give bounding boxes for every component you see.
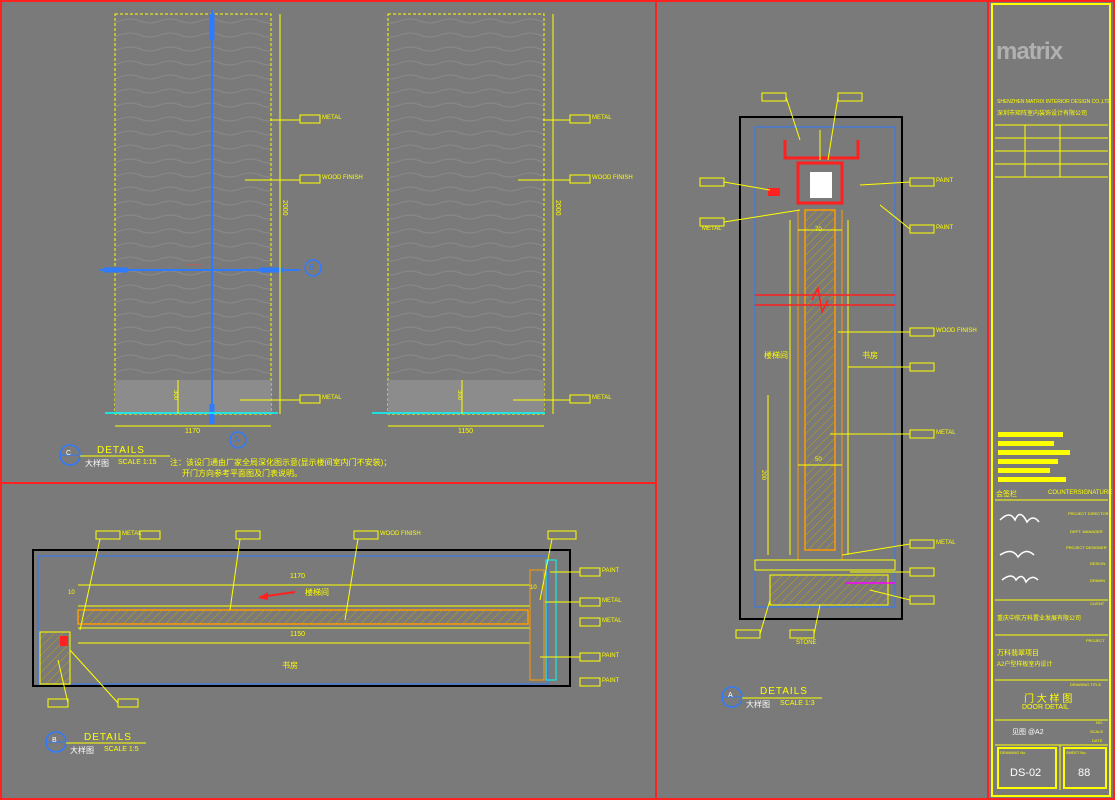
elevation-title-marker — [59, 444, 170, 466]
dim-height-left: 2000 — [281, 200, 288, 216]
project-name-line2: A2户型样板室内设计 — [997, 662, 1053, 668]
role-project-designer: PROJECT DESIGNER — [1066, 545, 1107, 550]
detail-a-label-paint-2: PAINT — [936, 225, 954, 231]
detail-b-scale: SCALE 1:5 — [104, 746, 139, 753]
elev-label-wood-1: WOOD FINISH — [322, 175, 363, 181]
detail-b-room-lower: 书房 — [282, 661, 298, 670]
section-mark-b: B — [309, 263, 315, 272]
detail-a-room-right: 书房 — [862, 351, 878, 360]
detail-b-label-paint-1: PAINT — [602, 568, 620, 574]
drawing-no-label: DRAWING No. — [1000, 750, 1027, 755]
detail-b-dim-right: 10 — [530, 585, 537, 591]
countersign-label-en: COUNTERSIGNATURE — [1048, 490, 1113, 496]
detail-b-label-paint-3: PAINT — [602, 678, 620, 684]
elevation-circle-tag: C — [66, 450, 72, 457]
client-name: 重庆中航万科置业发展有限公司 — [997, 616, 1082, 622]
project-name-line1: 万科翡翠项目 — [997, 650, 1039, 657]
sheet-number: 88 — [1078, 767, 1091, 779]
detail-a-leaders — [699, 92, 935, 639]
detail-a-label-metal-2: METAL — [936, 540, 956, 546]
elevation-note-line2: 开门方向参考平面图及门表说明。 — [182, 469, 302, 478]
role-dept-manager: DEPT. MANAGER — [1070, 529, 1103, 534]
detail-b-dim-left: 10 — [68, 590, 75, 596]
detail-b-label-metal-3: METAL — [602, 618, 622, 624]
detail-a-label-paint-1: PAINT — [936, 178, 954, 184]
drawing-title-label: DRAWING TITLE — [1070, 682, 1102, 687]
dim-width-left: 1170 — [185, 428, 201, 435]
drawing-number: DS-02 — [1010, 767, 1042, 779]
role-project-director: PROJECT DIRECTOR — [1068, 511, 1109, 516]
title-block-frame — [991, 3, 1111, 797]
detail-b-leaders — [47, 530, 601, 708]
role-design: DESIGN — [1090, 561, 1106, 566]
detail-b-label-metal: METAL — [122, 531, 142, 537]
company-logo: matrix — [996, 38, 1063, 65]
detail-b-label-wood: WOOD FINISH — [380, 531, 421, 537]
detail-a-dim-70: 70 — [815, 227, 822, 233]
detail-b-subtitle: 大样图 — [70, 746, 94, 755]
detail-a-subtitle: 大样图 — [746, 700, 770, 709]
elevation-center-mark: ——— — [186, 262, 201, 268]
detail-b-dim-bottom: 1150 — [290, 631, 306, 638]
countersign-label-cn: 会签栏 — [996, 491, 1017, 498]
detail-a-room-left: 楼梯间 — [764, 351, 788, 360]
detail-a-section — [739, 116, 903, 620]
detail-b-circle-tag: B — [52, 737, 57, 744]
drawing-title-en: DOOR DETAIL — [1022, 704, 1069, 711]
date-label: DATE — [1092, 738, 1103, 743]
drawing-title-cn: 门 大 样 图 — [1024, 694, 1073, 705]
scale-label: SCALE — [1090, 729, 1104, 734]
detail-a-label-wood: WOOD FINISH — [936, 328, 977, 334]
client-label: CLIENT — [1090, 601, 1105, 606]
detail-b-plan — [32, 549, 571, 687]
no-label: NO. — [1096, 720, 1104, 725]
detail-a-dim-50: 50 — [815, 457, 822, 463]
elev-label-metal-2: METAL — [322, 395, 342, 401]
detail-a-title: DETAILS — [760, 686, 808, 697]
elevation-scale: SCALE 1:15 — [118, 459, 157, 466]
detail-a-label-metal-3: METAL — [702, 226, 722, 232]
detail-b-room-upper: 楼梯间 — [305, 588, 329, 597]
dim-base-right: 300 — [456, 390, 462, 401]
elevation-leaders — [240, 114, 591, 404]
elev-label-wood-2: WOOD FINISH — [592, 175, 633, 181]
elevation-subtitle: 大样图 — [85, 459, 109, 468]
company-name-en: SHENZHEN MATRIX INTERIOR DESIGN CO.,LTD — [997, 99, 1111, 105]
door-elevation-left — [100, 10, 322, 449]
elev-label-metal-4: METAL — [592, 395, 612, 401]
signatures — [999, 513, 1040, 584]
sheet-no-label: SHEET No. — [1066, 750, 1087, 755]
title-block-redacted-lines — [998, 432, 1070, 482]
detail-a-dim-200: 200 — [760, 470, 766, 481]
elevation-details-title: DETAILS — [97, 445, 145, 456]
dim-base-left: 300 — [172, 390, 178, 401]
detail-b-label-paint-2: PAINT — [602, 653, 620, 659]
role-drawn: DRAWN — [1090, 578, 1105, 583]
detail-a-title-marker — [721, 686, 822, 708]
detail-b-dim-top: 1170 — [290, 573, 306, 580]
detail-a-circle-tag: A — [728, 692, 733, 699]
door-elevation-right — [372, 13, 554, 427]
detail-b-title-marker — [45, 731, 146, 753]
dim-height-right: 2000 — [554, 200, 561, 216]
detail-a-label-metal: METAL — [936, 430, 956, 436]
detail-a-scale: SCALE 1:3 — [780, 700, 815, 707]
detail-b-label-metal-2: METAL — [602, 598, 622, 604]
elevation-note-line1: 注：该设门通由厂家全局深化图示意(显示楼间室内门不安装)； — [170, 458, 392, 467]
section-mark-a: A — [234, 435, 240, 444]
elev-label-metal-1: METAL — [322, 115, 342, 121]
detail-a-label-stone: STONE — [796, 640, 817, 646]
size-value: 见图 @A2 — [1012, 729, 1044, 736]
company-name-cn: 深圳市矩阵室内装饰设计有限公司 — [997, 111, 1088, 117]
detail-b-title: DETAILS — [84, 732, 132, 743]
elev-label-metal-3: METAL — [592, 115, 612, 121]
dim-width-right: 1150 — [458, 428, 474, 435]
project-label: PROJECT — [1086, 638, 1105, 643]
